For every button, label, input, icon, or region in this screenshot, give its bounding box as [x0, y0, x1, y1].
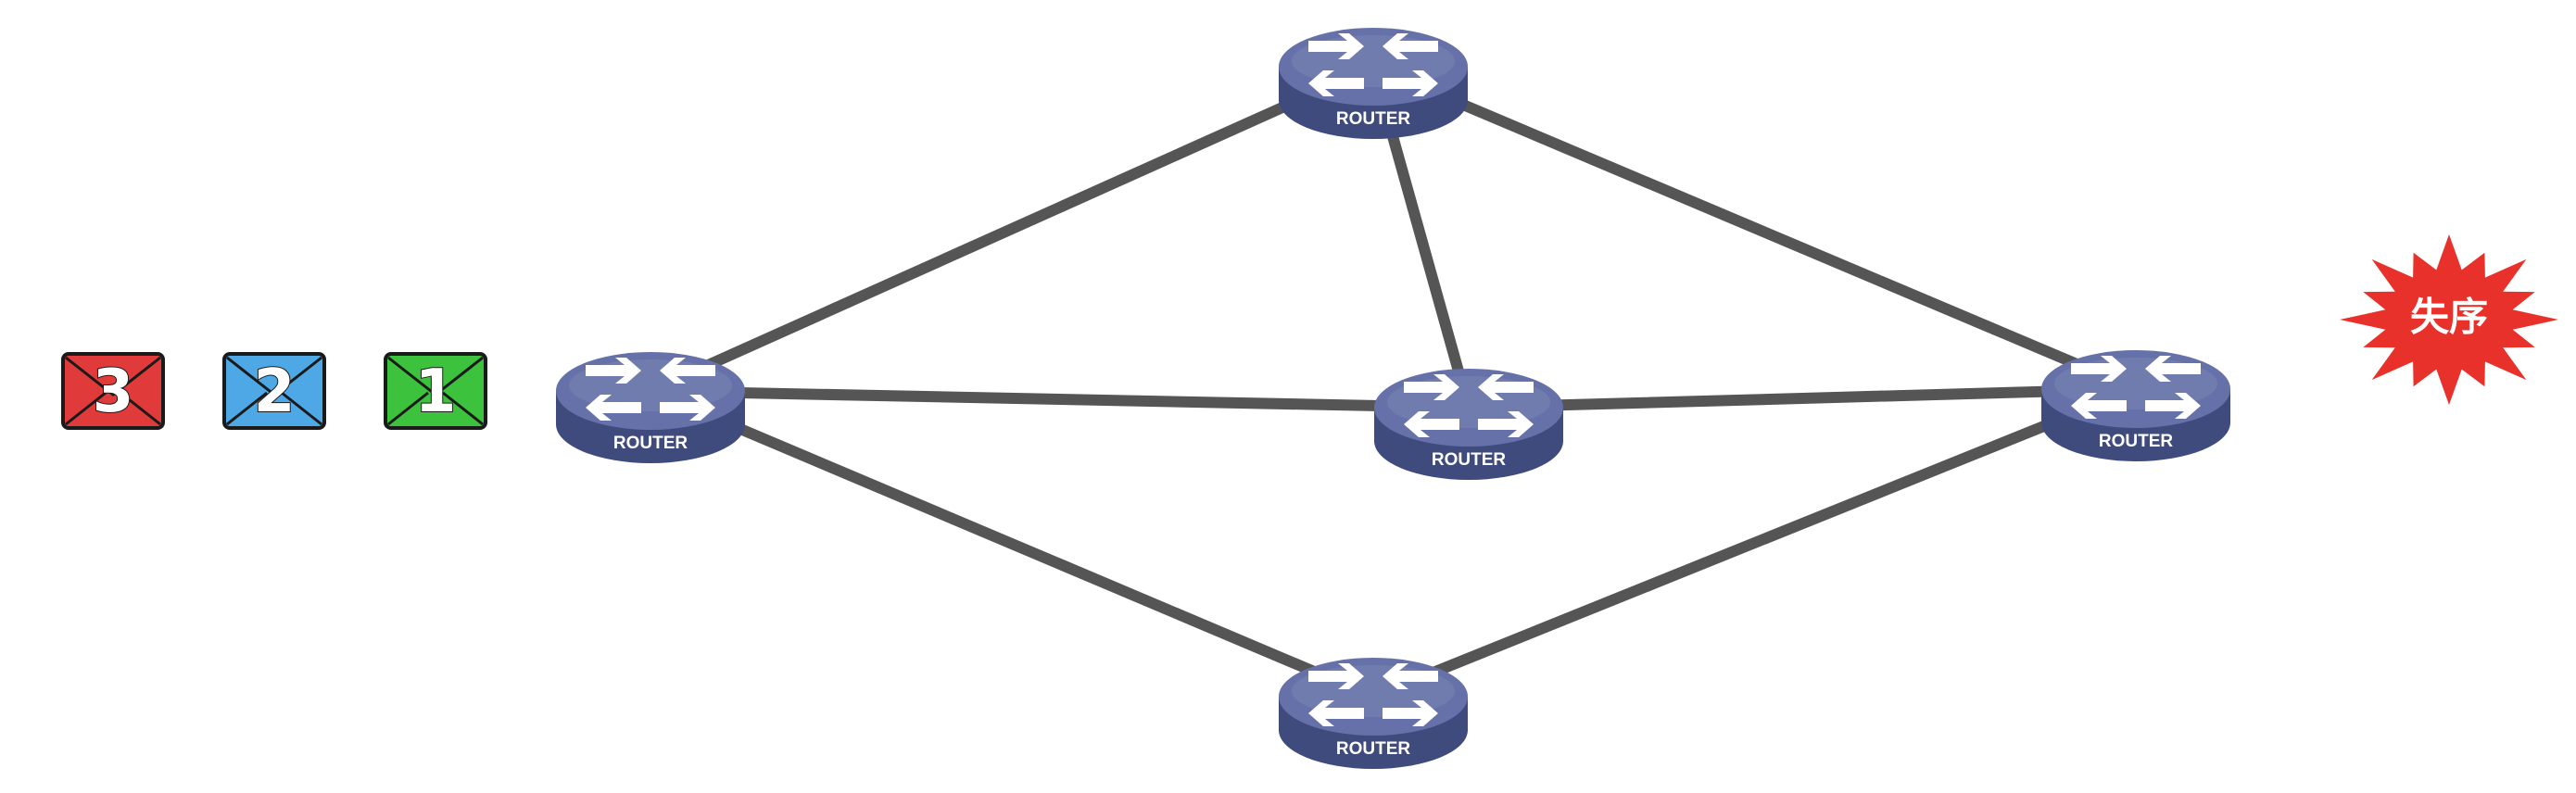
arrow-left-top	[660, 358, 715, 384]
router-label: ROUTER	[2099, 432, 2174, 451]
packet-number: 3	[93, 358, 134, 426]
arrow-right-bottom	[1383, 700, 1438, 726]
link-r-left-r-top	[645, 61, 1379, 396]
arrow-right-bottom	[1478, 411, 1534, 437]
out-of-order-label: 失序	[2410, 295, 2488, 340]
arrow-left-bottom	[2071, 393, 2127, 419]
envelope-folds	[387, 391, 484, 426]
router-bottom: ROUTER	[1279, 658, 1468, 769]
envelope-folds	[65, 391, 161, 426]
link-r-center-r-right	[1463, 384, 2141, 413]
router-arrows-icon	[1308, 33, 1438, 96]
router-label: ROUTER	[613, 434, 688, 453]
arrow-left-bottom	[1404, 411, 1459, 437]
arrow-left-top	[1478, 374, 1534, 400]
link-r-left-r-bottom	[645, 385, 1379, 702]
router-arrows-icon	[1404, 374, 1534, 437]
starburst-icon	[2340, 234, 2558, 405]
router-left: ROUTER	[556, 352, 745, 463]
arrow-left-bottom	[586, 395, 641, 421]
arrow-left-bottom	[1308, 700, 1364, 726]
arrow-right-bottom	[1383, 70, 1438, 96]
links-layer	[645, 61, 2141, 702]
arrow-right-top	[1308, 33, 1364, 59]
packet-number: 1	[415, 358, 457, 426]
envelope-folds	[226, 391, 322, 426]
packet-number: 2	[254, 358, 296, 426]
arrow-left-top	[1383, 663, 1438, 689]
router-right: ROUTER	[2041, 350, 2230, 461]
packet-envelope-2: 2	[222, 352, 326, 430]
router-center: ROUTER	[1374, 369, 1563, 480]
arrow-left-top	[2145, 356, 2201, 382]
envelope-icon	[384, 352, 487, 430]
link-r-top-r-right	[1368, 61, 2141, 395]
arrow-left-bottom	[1308, 70, 1364, 96]
link-r-left-r-center	[645, 385, 1474, 413]
packet-envelope-3: 3	[61, 352, 165, 430]
arrow-right-bottom	[2145, 393, 2201, 419]
arrow-right-bottom	[660, 395, 715, 421]
router-label: ROUTER	[1432, 450, 1507, 470]
router-top: ROUTER	[1279, 28, 1468, 139]
packet-envelope-1: 1	[384, 352, 487, 430]
arrow-left-top	[1383, 33, 1438, 59]
arrow-right-top	[586, 358, 641, 384]
envelope-icon	[61, 352, 165, 430]
envelope-flap	[387, 356, 484, 396]
router-arrows-icon	[586, 358, 715, 421]
out-of-order-burst: 失序	[2340, 234, 2558, 405]
router-arrows-icon	[2071, 356, 2201, 419]
arrow-right-top	[1308, 663, 1364, 689]
arrow-right-top	[1404, 374, 1459, 400]
link-r-bottom-r-right	[1368, 384, 2141, 702]
envelope-flap	[226, 356, 322, 396]
arrow-right-top	[2071, 356, 2127, 382]
routers-layer: ROUTER ROUTER ROUTER ROUTER ROUTER	[556, 28, 2230, 769]
packets-layer: 3 2 1	[61, 352, 487, 430]
router-label: ROUTER	[1336, 109, 1411, 129]
router-arrows-icon	[1308, 663, 1438, 726]
envelope-flap	[65, 356, 161, 396]
router-label: ROUTER	[1336, 739, 1411, 759]
envelope-icon	[222, 352, 326, 430]
